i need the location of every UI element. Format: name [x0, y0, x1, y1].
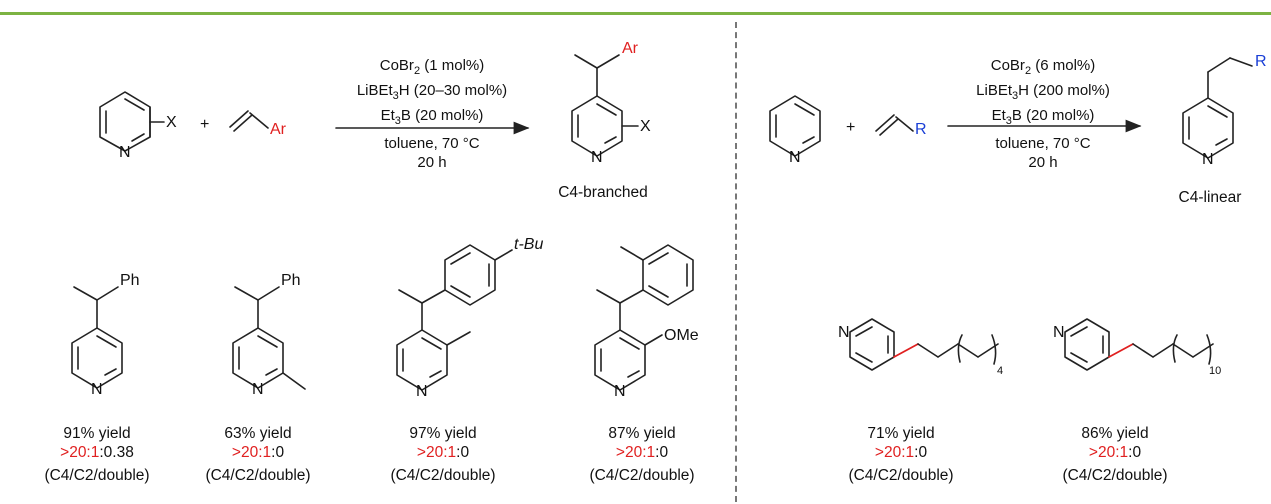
ratio-major: >20:1 [231, 444, 272, 461]
ratio-legend: (C4/C2/double) [589, 467, 695, 484]
yield-text: 97% yield [409, 425, 477, 442]
substituent-ph: Ph [120, 272, 140, 289]
plus-sign: + [846, 119, 855, 136]
scheme-divider [735, 22, 737, 502]
pyridine-substrate: N [769, 95, 821, 166]
c4-branched-product: N Ar X [571, 40, 651, 166]
example-5-structure: N 4 [838, 318, 1003, 377]
right-conditions-below: toluene, 70 °C 20 h [953, 134, 1133, 172]
left-conditions-below: toluene, 70 °C 20 h [342, 134, 522, 172]
example-3-structure: N t-Bu [396, 236, 543, 400]
ratio-major: >20:1 [615, 444, 656, 461]
ratio-major: >20:1 [60, 444, 100, 461]
example-6-structure: N 10 [1053, 318, 1221, 377]
condition-line: CoBr2 (1 mol%) [379, 57, 485, 77]
atom-n: N [416, 383, 428, 400]
example-6-label: 86% yield >20:1:0 (C4/C2/double) [1055, 424, 1175, 485]
ratio-minor: :0 [655, 444, 669, 461]
right-conditions-above: CoBr2 (6 mol%) LiBEt3H (200 mol%) Et3B (… [953, 56, 1133, 131]
atom-n: N [591, 149, 603, 166]
ratio-legend: (C4/C2/double) [205, 467, 311, 484]
atom-n: N [252, 381, 264, 398]
condition-line: LiBEt3H (20–30 mol%) [356, 82, 508, 102]
substituent-r: R [1255, 53, 1267, 70]
example-5-label: 71% yield >20:1:0 (C4/C2/double) [841, 424, 961, 485]
atom-n: N [789, 149, 801, 166]
c4-linear-product: N R [1182, 53, 1267, 168]
substituent-x: X [166, 114, 177, 131]
ratio-legend: (C4/C2/double) [390, 467, 496, 484]
substituent-ar: Ar [270, 121, 287, 138]
ratio-minor: :0.38 [99, 444, 134, 461]
example-1-structure: N Ph [71, 272, 140, 398]
yield-text: 87% yield [608, 425, 676, 442]
substituent-tbu: t-Bu [514, 236, 543, 253]
ratio-minor: :0 [456, 444, 470, 461]
product-label-linear: C4-linear [1178, 189, 1242, 206]
left-conditions-above: CoBr2 (1 mol%) LiBEt3H (20–30 mol%) Et3B… [342, 56, 522, 131]
yield-text: 63% yield [224, 425, 292, 442]
yield-text: 86% yield [1081, 425, 1149, 442]
atom-n: N [1053, 324, 1065, 341]
atom-n: N [91, 381, 103, 398]
condition-line: 20 h [417, 154, 447, 171]
ratio-legend: (C4/C2/double) [44, 467, 150, 484]
pyridine-substrate-x: N X [99, 91, 177, 161]
substituent-r: R [915, 121, 927, 138]
vinyl-arene: Ar [229, 110, 287, 138]
example-2-label: 63% yield >20:1:0 (C4/C2/double) [198, 424, 318, 485]
condition-line: Et3B (20 mol%) [991, 107, 1095, 127]
substituent-ar: Ar [622, 40, 639, 57]
substituent-ome: OMe [664, 327, 699, 344]
example-4-structure: N OMe [594, 244, 699, 400]
ratio-major: >20:1 [416, 444, 457, 461]
example-3-label: 97% yield >20:1:0 (C4/C2/double) [383, 424, 503, 485]
condition-line: LiBEt3H (200 mol%) [976, 82, 1110, 102]
header-accent-line [0, 12, 1271, 15]
condition-line: 20 h [1028, 154, 1058, 171]
ratio-legend: (C4/C2/double) [848, 467, 954, 484]
atom-n: N [614, 383, 626, 400]
ratio-minor: :0 [1128, 444, 1142, 461]
substituent-ph: Ph [281, 272, 301, 289]
plus-sign: + [200, 116, 209, 133]
example-4-label: 87% yield >20:1:0 (C4/C2/double) [582, 424, 702, 485]
atom-n: N [838, 324, 850, 341]
ratio-minor: :0 [271, 444, 285, 461]
substituent-x: X [640, 118, 651, 135]
chain-subscript: 4 [997, 365, 1003, 377]
condition-line: CoBr2 (6 mol%) [990, 57, 1096, 77]
condition-line: toluene, 70 °C [384, 135, 480, 152]
ratio-legend: (C4/C2/double) [1062, 467, 1168, 484]
ratio-major: >20:1 [874, 444, 915, 461]
chain-subscript: 10 [1209, 365, 1221, 377]
condition-line: Et3B (20 mol%) [380, 107, 484, 127]
condition-line: toluene, 70 °C [995, 135, 1091, 152]
atom-n: N [119, 144, 131, 161]
vinyl-alkyl: R [875, 114, 927, 138]
yield-text: 91% yield [63, 425, 131, 442]
product-label-branched: C4-branched [558, 184, 648, 201]
ratio-major: >20:1 [1088, 444, 1129, 461]
atom-n: N [1202, 151, 1214, 168]
ratio-minor: :0 [914, 444, 928, 461]
example-2-structure: N Ph [232, 272, 306, 398]
example-1-label: 91% yield >20:1:0.38 (C4/C2/double) [37, 424, 157, 485]
yield-text: 71% yield [867, 425, 935, 442]
